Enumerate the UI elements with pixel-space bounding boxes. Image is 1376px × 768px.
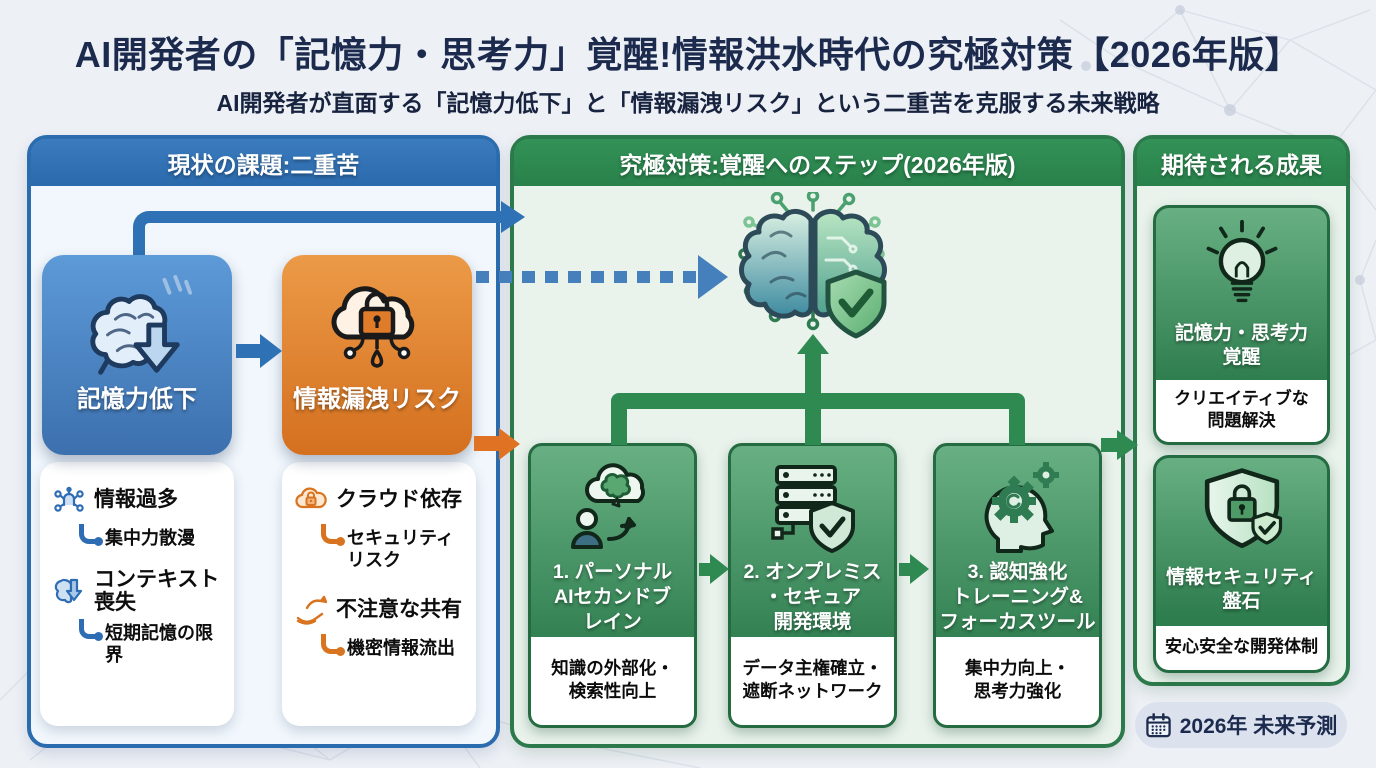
context-loss-icon xyxy=(54,579,83,604)
subitem-label: 機密情報流出 xyxy=(347,637,455,658)
information-overload-icon xyxy=(54,486,84,512)
memory-to-leak-arrow xyxy=(236,344,262,358)
personal-ai-second-brain-icon xyxy=(570,463,645,549)
problem-to-solution-elbow-arrow xyxy=(133,211,503,258)
information-leak-card: 情報漏洩リスク xyxy=(282,255,472,455)
item-label: 情報過多 xyxy=(94,488,178,512)
item-label: クラウド依存 xyxy=(336,488,462,512)
cognitive-training-icon xyxy=(984,462,1059,553)
information-leak-label: 情報漏洩リスク xyxy=(293,386,461,413)
result-card-awakening: 記憶力・思考力 覚醒 クリエイティブな 問題解決 xyxy=(1153,205,1330,445)
step1-to-step2-arrow xyxy=(699,563,712,576)
expected-results-header: 期待される成果 xyxy=(1137,139,1346,186)
memory-problem-list: 情報過多 集中力散漫 コンテキスト 喪失 短期記憶の限界 xyxy=(40,462,234,726)
step2-title: 2. オンプレミス ・セキュア 開発環境 xyxy=(743,561,882,633)
careless-sharing-icon xyxy=(296,595,327,625)
result-card-security: 情報セキュリティ 盤石 安心安全な開発体制 xyxy=(1153,455,1330,673)
onpremise-server-shield-icon xyxy=(770,465,855,553)
step1-to-step2-arrowhead-icon xyxy=(710,554,729,584)
step3-title: 3. 認知強化 トレーニング& フォーカスツール xyxy=(939,561,1096,633)
leak-problem-list: クラウド依存 セキュリティ リスク 不注意な共有 機密情報流出 xyxy=(282,462,476,726)
problem-to-solution-arrowhead-icon xyxy=(501,201,525,233)
list-subitem: セキュリティ リスク xyxy=(321,524,466,572)
forecast-badge: 2026年 未来予測 xyxy=(1135,702,1347,748)
step3-note: 集中力向上・ 思考力強化 xyxy=(936,637,1099,725)
ai-brain-shield-icon xyxy=(738,192,887,339)
subitem-label: 集中力散漫 xyxy=(105,528,195,548)
branch-connector-icon xyxy=(79,524,103,546)
list-item: クラウド依存 xyxy=(295,480,466,520)
list-item: 不注意な共有 xyxy=(295,590,466,630)
subitem-label: セキュリティ リスク xyxy=(347,528,454,570)
step-card-personal-ai: 1. パーソナル AIセカンドブ レイン 知識の外部化・ 検索性向上 xyxy=(528,443,697,728)
item-label: 不注意な共有 xyxy=(336,598,462,622)
step1-title: 1. パーソナル AIセカンドブ レイン xyxy=(552,561,673,633)
lightbulb-icon xyxy=(1206,219,1277,303)
memory-decline-card: 記憶力低下 xyxy=(42,255,232,455)
page-title: AI開発者の「記憶力・思考力」覚醒!情報洪水時代の究極対策【2026年版】 xyxy=(74,34,1302,75)
current-problems-header: 現状の課題:二重苦 xyxy=(31,139,496,186)
up-arrow-stem xyxy=(805,352,821,396)
list-subitem: 機密情報流出 xyxy=(321,633,466,660)
subitem-label: 短期記憶の限界 xyxy=(105,622,213,665)
leak-to-brain-arrowhead-icon xyxy=(698,255,728,299)
leak-to-brain-dashed-arrow xyxy=(476,271,698,283)
step-card-onpremise: 2. オンプレミス ・セキュア 開発環境 データ主権確立・ 遮断ネットワーク xyxy=(728,443,897,728)
result1-note: クリエイティブな 問題解決 xyxy=(1156,380,1327,442)
result2-title: 情報セキュリティ 盤石 xyxy=(1166,567,1317,612)
memory-to-leak-arrowhead-icon xyxy=(260,334,282,368)
branch-connector-icon xyxy=(321,633,345,656)
step1-connector xyxy=(611,402,627,445)
step2-note: データ主権確立・ 遮断ネットワーク xyxy=(731,637,894,725)
list-subitem: 集中力散漫 xyxy=(79,524,224,550)
result1-title: 記憶力・思考力 覚醒 xyxy=(1174,323,1308,368)
step1-note: 知識の外部化・ 検索性向上 xyxy=(531,637,694,725)
leak-to-steps-arrow xyxy=(474,436,501,451)
calendar-icon xyxy=(1145,712,1171,737)
up-arrow-head-icon xyxy=(797,334,829,354)
forecast-badge-label: 2026年 未来予測 xyxy=(1179,715,1338,738)
step3-connector xyxy=(1009,402,1025,445)
branch-connector-icon xyxy=(79,618,103,641)
step2-to-step3-arrowhead-icon xyxy=(910,554,929,584)
step2-connector xyxy=(805,402,821,445)
step-card-cognitive-training: 3. 認知強化 トレーニング& フォーカスツール 集中力向上・ 思考力強化 xyxy=(933,443,1102,728)
result2-note: 安心安全な開発体制 xyxy=(1156,626,1327,670)
cloud-dependency-icon xyxy=(295,487,327,509)
item-label: コンテキスト 喪失 xyxy=(94,567,220,615)
steps-to-results-arrowhead-icon xyxy=(1117,430,1138,460)
cloud-lock-leak-icon xyxy=(331,286,415,368)
step2-to-step3-arrow xyxy=(899,563,912,576)
security-shield-lock-icon xyxy=(1204,468,1282,549)
leak-to-steps-arrowhead-icon xyxy=(499,428,520,460)
memory-decline-label: 記憶力低下 xyxy=(77,386,197,413)
branch-connector-icon xyxy=(321,524,345,546)
declining-brain-icon xyxy=(90,274,193,375)
page-subtitle: AI開発者が直面する「記憶力低下」と「情報漏洩リスク」という二重苦を克服する未来… xyxy=(216,90,1160,116)
steps-to-results-arrow xyxy=(1101,438,1119,452)
list-item: コンテキスト 喪失 xyxy=(53,568,224,615)
solution-steps-header: 究極対策:覚醒へのステップ(2026年版) xyxy=(514,139,1121,186)
steps-connector-bar xyxy=(611,393,1025,409)
list-item: 情報過多 xyxy=(53,480,224,520)
list-subitem: 短期記憶の限界 xyxy=(79,618,224,667)
